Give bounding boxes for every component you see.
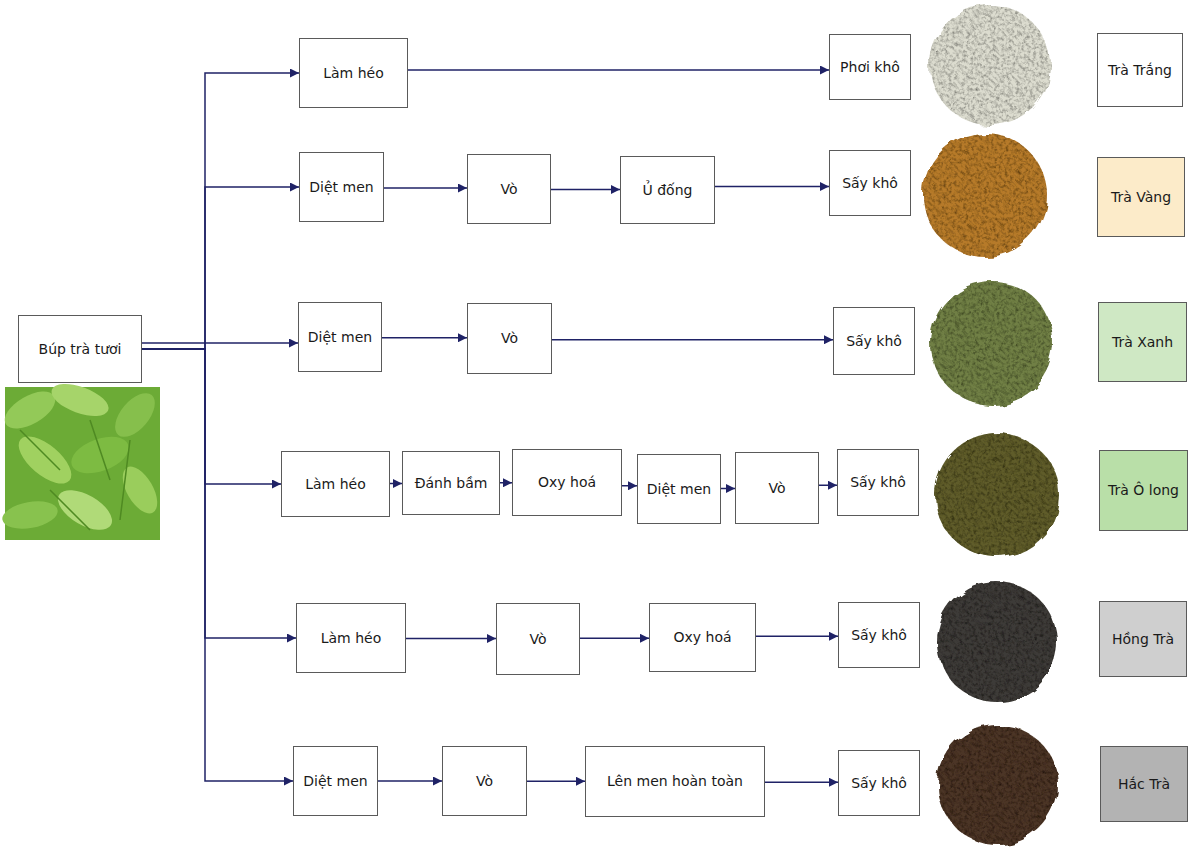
flow-arrow bbox=[390, 483, 402, 485]
node-text: Hắc Trà bbox=[1118, 776, 1170, 793]
process-box: Ủ đống bbox=[620, 156, 715, 224]
node-text: Phơi khô bbox=[840, 59, 900, 76]
node-text: Sấy khô bbox=[842, 175, 898, 192]
process-box: Làm héo bbox=[281, 451, 390, 517]
node-text: Diệt men bbox=[309, 179, 373, 196]
process-box: Diệt men bbox=[637, 454, 721, 524]
flow-arrow bbox=[527, 781, 585, 783]
node-text: Diệt men bbox=[303, 773, 367, 790]
node-text: Búp trà tươi bbox=[39, 341, 122, 358]
process-box: Oxy hoá bbox=[512, 449, 622, 516]
leaf-photo bbox=[0, 378, 164, 540]
process-box: Sấy khô bbox=[838, 750, 920, 816]
node-text: Trà Ô long bbox=[1108, 482, 1179, 499]
flow-arrow bbox=[142, 342, 298, 344]
flow-arrow bbox=[765, 782, 838, 784]
node-text: Vò bbox=[500, 181, 517, 198]
tea-type-box: Trà Trắng bbox=[1097, 33, 1183, 107]
flow-arrow bbox=[142, 349, 296, 638]
flow-arrow bbox=[142, 349, 281, 484]
tea-type-box: Trà Vàng bbox=[1097, 157, 1185, 237]
node-text: Vò bbox=[476, 773, 493, 790]
process-box: Diệt men bbox=[298, 302, 382, 372]
node-text: Vò bbox=[529, 631, 546, 648]
node-text: Oxy hoá bbox=[538, 474, 596, 491]
flow-arrow bbox=[622, 485, 637, 487]
flow-arrow bbox=[819, 485, 837, 487]
node-text: Ủ đống bbox=[643, 182, 693, 199]
process-box: Sấy khô bbox=[837, 449, 919, 516]
flow-arrow bbox=[406, 638, 496, 640]
node-text: Vò bbox=[768, 480, 785, 497]
node-text: Đánh bầm bbox=[415, 475, 488, 492]
node-text: Sấy khô bbox=[851, 627, 907, 644]
flow-arrow bbox=[384, 187, 467, 189]
process-box: Làm héo bbox=[296, 603, 406, 673]
source-box: Búp trà tươi bbox=[18, 315, 142, 383]
node-text: Lên men hoàn toàn bbox=[607, 773, 743, 790]
process-box: Sấy khô bbox=[829, 150, 911, 216]
flow-arrow bbox=[408, 69, 829, 71]
tea-type-box: Trà Ô long bbox=[1099, 450, 1188, 531]
node-text: Sấy khô bbox=[850, 474, 906, 491]
tea-type-box: Hắc Trà bbox=[1100, 746, 1188, 822]
process-box: Oxy hoá bbox=[649, 603, 756, 672]
node-text: Oxy hoá bbox=[673, 629, 731, 646]
flow-arrow bbox=[142, 73, 299, 349]
flow-arrow bbox=[382, 337, 467, 339]
node-text: Trà Trắng bbox=[1108, 62, 1172, 79]
node-text: Sấy khô bbox=[851, 775, 907, 792]
node-text: Hồng Trà bbox=[1112, 631, 1174, 648]
process-box: Vò bbox=[735, 452, 819, 524]
process-box: Vò bbox=[442, 746, 527, 816]
node-text: Vò bbox=[501, 330, 518, 347]
flow-arrow bbox=[378, 780, 442, 782]
process-box: Đánh bầm bbox=[402, 451, 500, 515]
process-box: Sấy khô bbox=[838, 602, 920, 668]
flow-arrow bbox=[500, 482, 512, 484]
tea-heap bbox=[923, 5, 1059, 845]
node-text: Làm héo bbox=[321, 630, 382, 647]
process-box: Vò bbox=[467, 154, 551, 224]
flow-arrow bbox=[142, 349, 293, 781]
node-text: Trà Xanh bbox=[1112, 334, 1173, 351]
process-box: Làm héo bbox=[299, 38, 408, 108]
process-box: Diệt men bbox=[299, 152, 384, 222]
tea-type-box: Trà Xanh bbox=[1098, 302, 1187, 382]
tea-type-box: Hồng Trà bbox=[1099, 601, 1187, 677]
node-text: Làm héo bbox=[323, 65, 384, 82]
node-text: Sấy khô bbox=[846, 333, 902, 350]
flow-arrow bbox=[580, 638, 649, 640]
node-text: Làm héo bbox=[305, 476, 366, 493]
process-box: Vò bbox=[496, 603, 580, 675]
process-box: Diệt men bbox=[293, 746, 378, 816]
process-box: Lên men hoàn toàn bbox=[585, 746, 765, 817]
node-text: Diệt men bbox=[647, 481, 711, 498]
flow-arrow bbox=[715, 186, 829, 188]
flow-arrow bbox=[756, 636, 838, 638]
node-text: Trà Vàng bbox=[1111, 189, 1171, 206]
flow-arrow bbox=[721, 488, 735, 490]
process-box: Phơi khô bbox=[829, 34, 911, 100]
flow-arrow bbox=[552, 339, 833, 341]
process-box: Sấy khô bbox=[833, 307, 915, 375]
flow-arrow bbox=[142, 187, 299, 349]
process-box: Vò bbox=[467, 303, 552, 374]
flow-arrow bbox=[551, 189, 620, 191]
node-text: Diệt men bbox=[308, 329, 372, 346]
